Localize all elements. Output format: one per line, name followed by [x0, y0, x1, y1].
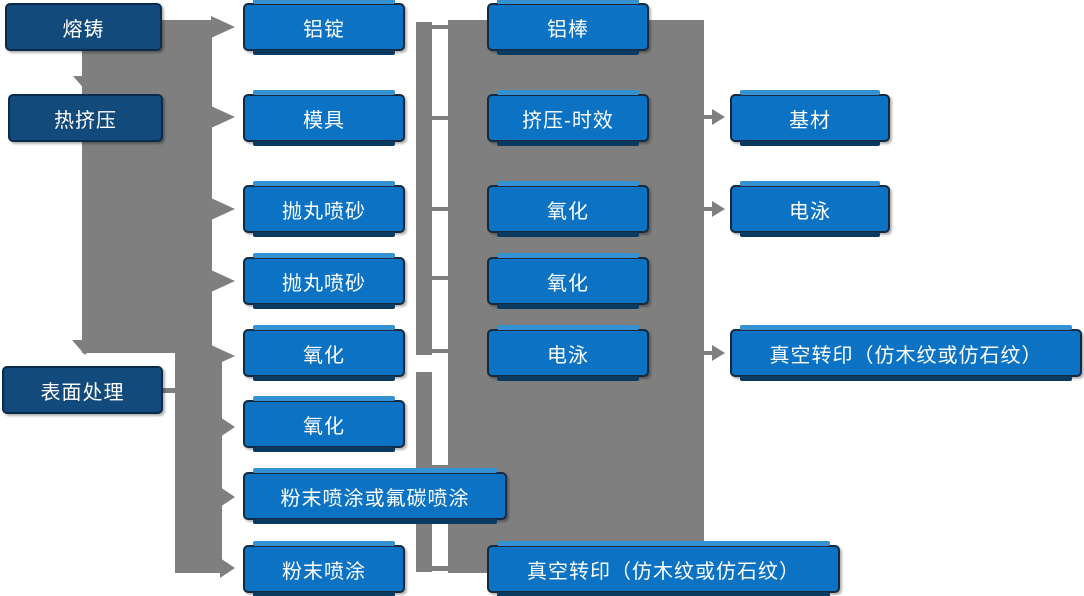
node-oxidation-1: 氧化	[243, 325, 405, 381]
connector-tick-6	[432, 465, 448, 470]
node-oxidation-3: 氧化	[487, 181, 649, 237]
arrow-to-shot-blasting-1	[211, 198, 235, 220]
arrow-to-mold	[211, 106, 235, 128]
node-aluminum-ingot: 铝锭	[243, 0, 405, 55]
node-extrusion-aging: 挤压-时效	[487, 90, 649, 146]
connector-surface-stem	[163, 388, 175, 393]
node-mold: 模具	[243, 90, 405, 146]
arrow-stem-base-material	[704, 115, 713, 119]
arrow-down-to-surface-treatment	[72, 340, 98, 355]
node-shot-blasting-2: 抛丸喷砂	[243, 253, 405, 309]
connector-left-trunk	[82, 20, 212, 353]
arrow-to-vacuum-transfer-right	[712, 345, 725, 361]
arrow-to-aluminum-ingot	[211, 16, 235, 38]
node-electrophoresis-2: 电泳	[730, 181, 890, 237]
connector-tick-2	[432, 116, 448, 120]
arrow-to-powder-fluorocarbon	[220, 487, 235, 507]
node-aluminum-rod: 铝棒	[487, 0, 649, 55]
arrow-to-shot-blasting-2	[211, 270, 235, 292]
node-base-material: 基材	[730, 90, 890, 146]
node-smelting-casting: 熔铸	[5, 3, 162, 51]
connector-tick-7	[432, 566, 448, 571]
arrow-stem-vacuum-transfer	[704, 351, 713, 355]
node-surface-treatment: 表面处理	[2, 366, 163, 414]
node-hot-extrusion: 热挤压	[8, 94, 163, 142]
node-vacuum-transfer-1: 真空转印（仿木纹或仿石纹）	[487, 541, 840, 596]
connector-tick-4	[432, 276, 448, 280]
connector-tick-3	[432, 207, 448, 211]
connector-tick-1	[432, 25, 448, 29]
node-vacuum-transfer-2: 真空转印（仿木纹或仿石纹）	[730, 325, 1082, 381]
node-powder-or-fluorocarbon-coating: 粉末喷涂或氟碳喷涂	[243, 468, 507, 524]
node-powder-coating: 粉末喷涂	[243, 541, 405, 596]
connector-surface-branch-bar	[175, 350, 222, 573]
arrow-stem-electrophoresis	[704, 207, 713, 211]
node-oxidation-2: 氧化	[243, 396, 405, 452]
node-shot-blasting-1: 抛丸喷砂	[243, 181, 405, 237]
arrow-down-to-hot-extrusion	[73, 76, 99, 91]
arrow-to-oxidation-2	[220, 417, 235, 437]
connector-tick-5	[432, 349, 448, 353]
arrow-to-powder-coating	[220, 558, 235, 578]
arrow-to-oxidation-1	[211, 345, 235, 367]
node-oxidation-4: 氧化	[487, 253, 649, 309]
connector-mid-bar-top	[416, 22, 432, 355]
arrow-to-electrophoresis-final	[712, 201, 725, 217]
arrow-to-base-material	[712, 109, 725, 125]
node-electrophoresis-1: 电泳	[487, 325, 649, 381]
